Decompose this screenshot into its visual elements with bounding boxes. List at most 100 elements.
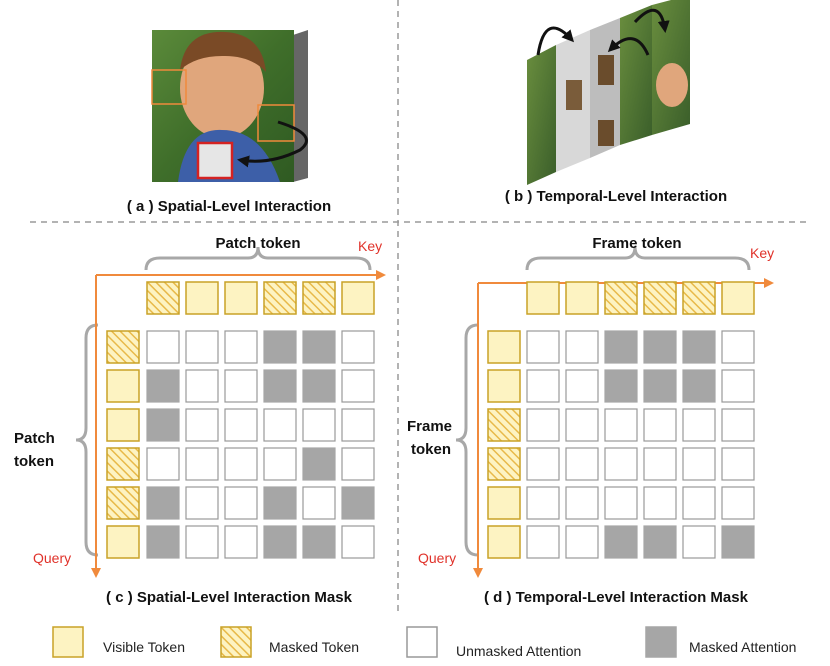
- key-token-visible: [341, 281, 375, 315]
- key-token-visible: [565, 281, 599, 315]
- key-token-visible: [185, 281, 219, 315]
- masked-attention-cell: [341, 486, 375, 520]
- temporal-frames-illustration: [527, 0, 690, 185]
- query-label: Query: [33, 550, 71, 566]
- key-token-visible: [224, 281, 258, 315]
- unmasked-attention-cell: [604, 486, 638, 520]
- masked-attention-cell: [682, 369, 716, 403]
- query-label: Query: [418, 550, 456, 566]
- unmasked-attention-cell: [721, 447, 755, 481]
- legend-masked-token-swatch: [220, 626, 252, 658]
- key-token-masked: [604, 281, 638, 315]
- masked-attention-cell: [146, 408, 180, 442]
- unmasked-attention-cell: [721, 369, 755, 403]
- masked-attention-cell: [302, 369, 336, 403]
- unmasked-attention-cell: [341, 330, 375, 364]
- query-token-visible: [487, 330, 521, 364]
- masked-attention-cell: [302, 330, 336, 364]
- masked-attention-cell: [721, 525, 755, 559]
- unmasked-attention-cell: [302, 486, 336, 520]
- key-token-masked: [682, 281, 716, 315]
- unmasked-attention-cell: [643, 447, 677, 481]
- matrix-spatial-mask: Patch token Key Query Patch token: [14, 235, 386, 578]
- key-token-masked: [643, 281, 677, 315]
- spatial-photo-illustration: [151, 30, 308, 182]
- legend-masked-attention-label: Masked Attention: [689, 639, 796, 655]
- query-token-masked: [106, 330, 140, 364]
- masked-attention-cell: [604, 330, 638, 364]
- unmasked-attention-cell: [185, 369, 219, 403]
- unmasked-attention-cell: [341, 408, 375, 442]
- unmasked-attention-cell: [526, 330, 560, 364]
- unmasked-attention-cell: [526, 447, 560, 481]
- unmasked-attention-cell: [224, 408, 258, 442]
- masked-attention-cell: [263, 525, 297, 559]
- unmasked-attention-cell: [224, 486, 258, 520]
- side-label-line1: Frame: [407, 418, 452, 435]
- matrix-temporal-mask: Frame token Key Query Frame token: [407, 235, 774, 578]
- masked-attention-cell: [263, 369, 297, 403]
- unmasked-attention-cell: [643, 486, 677, 520]
- side-brace: [455, 323, 479, 557]
- caption-b: ( b ) Temporal-Level Interaction: [505, 188, 727, 205]
- unmasked-attention-cell: [682, 486, 716, 520]
- masked-attention-cell: [146, 525, 180, 559]
- legend: Visible Token Masked Token Unmasked Atte…: [52, 626, 796, 659]
- top-brace: [525, 246, 751, 271]
- unmasked-attention-cell: [185, 330, 219, 364]
- query-token-masked: [487, 447, 521, 481]
- masked-attention-cell: [302, 447, 336, 481]
- top-label: Frame token: [592, 235, 681, 252]
- masked-attention-cell: [302, 525, 336, 559]
- masked-attention-cell: [643, 525, 677, 559]
- unmasked-attention-cell: [526, 369, 560, 403]
- unmasked-attention-cell: [526, 525, 560, 559]
- unmasked-attention-cell: [721, 408, 755, 442]
- unmasked-attention-cell: [565, 408, 599, 442]
- unmasked-attention-cell: [185, 486, 219, 520]
- unmasked-attention-cell: [565, 525, 599, 559]
- legend-visible-label: Visible Token: [103, 639, 185, 655]
- top-label: Patch token: [215, 235, 300, 252]
- top-brace: [144, 246, 372, 271]
- unmasked-attention-cell: [146, 330, 180, 364]
- masked-attention-cell: [604, 369, 638, 403]
- masked-attention-cell: [643, 369, 677, 403]
- unmasked-attention-cell: [185, 408, 219, 442]
- masked-attention-cell: [146, 369, 180, 403]
- unmasked-attention-cell: [224, 447, 258, 481]
- unmasked-attention-cell: [263, 447, 297, 481]
- unmasked-attention-cell: [224, 525, 258, 559]
- query-token-visible: [487, 486, 521, 520]
- unmasked-attention-cell: [604, 447, 638, 481]
- legend-masked-attention-swatch: [645, 626, 677, 658]
- masked-attention-cell: [263, 486, 297, 520]
- unmasked-attention-cell: [565, 330, 599, 364]
- query-token-visible: [106, 525, 140, 559]
- masked-attention-cell: [604, 525, 638, 559]
- unmasked-attention-cell: [341, 525, 375, 559]
- unmasked-attention-cell: [682, 525, 716, 559]
- legend-masked-token-label: Masked Token: [269, 639, 359, 655]
- legend-visible-swatch: [52, 626, 84, 658]
- side-label-line2: token: [14, 453, 54, 470]
- unmasked-attention-cell: [721, 330, 755, 364]
- unmasked-attention-cell: [302, 408, 336, 442]
- query-token-visible: [106, 408, 140, 442]
- unmasked-attention-cell: [682, 447, 716, 481]
- legend-unmasked-attention-swatch: [406, 626, 438, 658]
- query-token-masked: [106, 486, 140, 520]
- key-token-visible: [526, 281, 560, 315]
- unmasked-attention-cell: [146, 447, 180, 481]
- unmasked-attention-cell: [682, 408, 716, 442]
- unmasked-attention-cell: [263, 408, 297, 442]
- unmasked-attention-cell: [526, 486, 560, 520]
- masked-attention-cell: [263, 330, 297, 364]
- unmasked-attention-cell: [526, 408, 560, 442]
- unmasked-attention-cell: [604, 408, 638, 442]
- caption-c: ( c ) Spatial-Level Interaction Mask: [106, 589, 353, 606]
- masked-attention-cell: [643, 330, 677, 364]
- unmasked-attention-cell: [185, 525, 219, 559]
- masked-attention-cell: [682, 330, 716, 364]
